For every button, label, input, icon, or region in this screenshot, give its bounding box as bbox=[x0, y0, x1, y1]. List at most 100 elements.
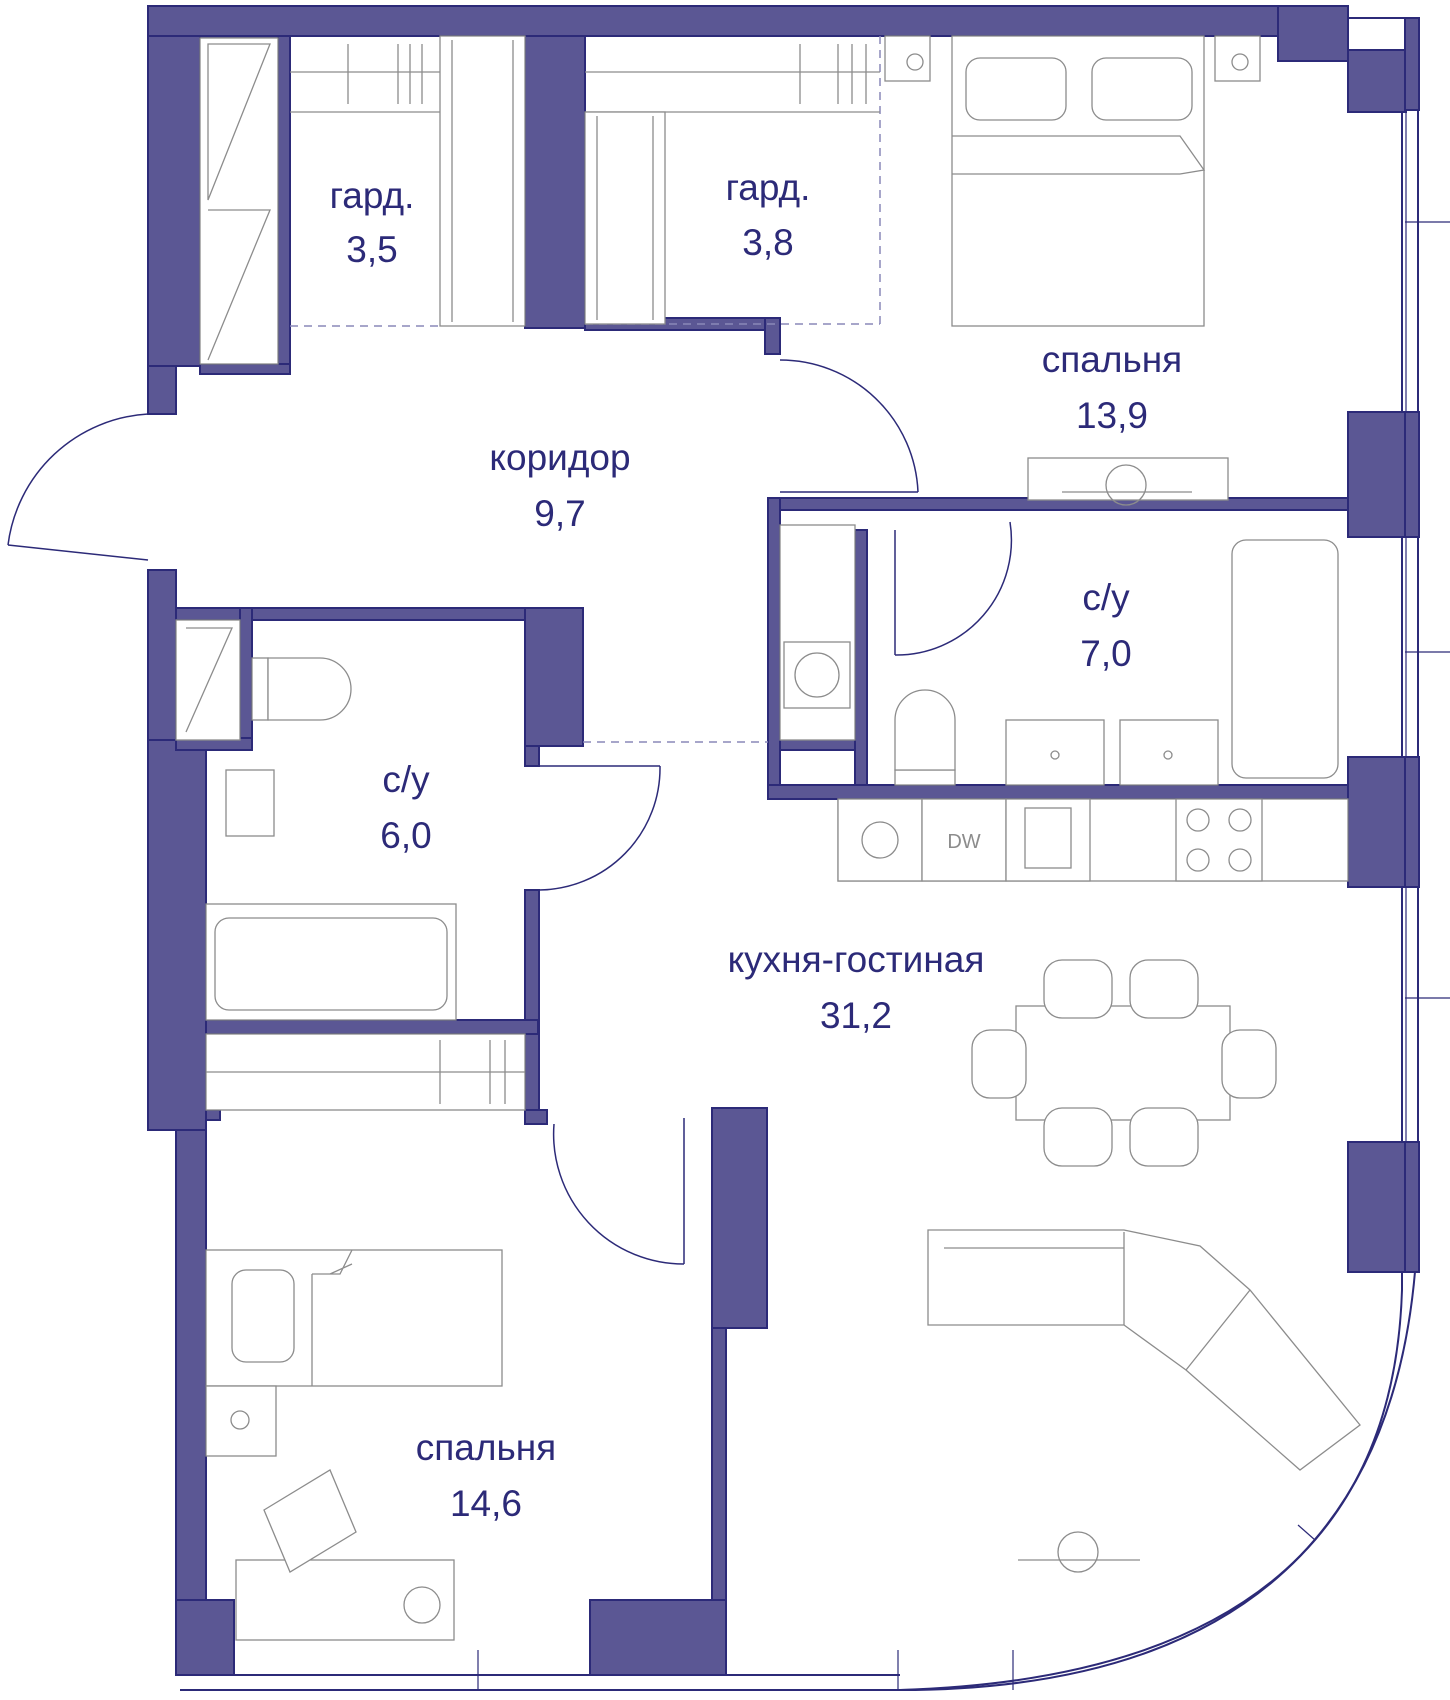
kitchen-sink bbox=[1024, 807, 1072, 869]
wall-bedroom2-left bbox=[175, 1129, 207, 1611]
door-bedroom-1 bbox=[779, 359, 919, 493]
bedroom-2-closet bbox=[205, 1033, 526, 1111]
dining-chair-1 bbox=[1043, 959, 1113, 1019]
window-right-3 bbox=[1405, 886, 1419, 1143]
bathroom-1-label: с/у bbox=[1082, 577, 1130, 618]
pillow-left bbox=[965, 57, 1067, 121]
faucet-icon-2 bbox=[1163, 750, 1173, 760]
wall-bedroom2-right bbox=[711, 1327, 727, 1601]
wall-corner-right bbox=[1347, 49, 1407, 113]
wall-right-pillar-2 bbox=[1347, 756, 1407, 888]
single-bed-pillow bbox=[231, 1269, 295, 1363]
wall-bath2-bottom bbox=[205, 1019, 539, 1035]
dining-chair-4 bbox=[1129, 1107, 1199, 1167]
walls bbox=[147, 5, 1420, 1676]
window-right-2 bbox=[1405, 536, 1419, 758]
wall-right-pillar-3 bbox=[1347, 1141, 1407, 1273]
bathroom-1-area: 7,0 bbox=[1080, 633, 1131, 674]
dining-chair-2 bbox=[1129, 959, 1199, 1019]
bed-blanket bbox=[952, 135, 1206, 175]
desk-chair bbox=[263, 1469, 357, 1573]
room-labels: гард. 3,5 гард. 3,8 спальня 13,9 коридор… bbox=[330, 167, 1183, 1524]
wall-left-lower bbox=[147, 739, 207, 1131]
bath2-cabinet bbox=[175, 619, 241, 741]
wall-bedroom2-right-pillar bbox=[711, 1107, 768, 1329]
closet-doors-icon bbox=[207, 43, 271, 361]
window-right-1 bbox=[1405, 109, 1419, 413]
wardrobe-1-label: гард. bbox=[330, 175, 415, 216]
wall-bath2-door-jamb bbox=[524, 745, 540, 767]
wall-wardrobe-divider bbox=[524, 35, 586, 329]
cabinet-door-icon bbox=[185, 627, 233, 733]
wall-w1-right bbox=[277, 35, 291, 375]
toilet-1-tank bbox=[894, 769, 956, 786]
kitchen-living-area: 31,2 bbox=[820, 995, 892, 1036]
wall-right-window-3 bbox=[1404, 756, 1420, 888]
wall-door-jamb-2 bbox=[524, 1109, 548, 1125]
pillow-right bbox=[1091, 57, 1193, 121]
bathtub-2-basin bbox=[214, 917, 448, 1011]
bedroom-2-nightstand bbox=[205, 1385, 277, 1457]
corridor-label: коридор bbox=[489, 437, 630, 478]
wall-bath2-shaft bbox=[239, 607, 253, 749]
wall-bath1-inner bbox=[854, 529, 868, 786]
dishwasher-label: DW bbox=[947, 831, 980, 853]
tv-stand-1 bbox=[1027, 457, 1229, 501]
corner-sofa bbox=[927, 1229, 1361, 1471]
lamp-right-icon bbox=[1231, 53, 1249, 71]
single-bed-blanket bbox=[311, 1249, 353, 1386]
wardrobe-2-furniture bbox=[584, 44, 880, 325]
shelf-unit-2 bbox=[584, 111, 666, 325]
wall-top-right bbox=[1277, 5, 1349, 62]
bedroom-1-label: спальня bbox=[1042, 339, 1182, 380]
bedroom-2-label: спальня bbox=[416, 1427, 556, 1468]
sofa-seam-2 bbox=[1185, 1289, 1251, 1371]
wall-bedroom2-bottom-pillar bbox=[589, 1599, 727, 1676]
dining-table bbox=[1015, 1005, 1231, 1121]
wardrobe-2-label: гард. bbox=[726, 167, 811, 208]
wall-top bbox=[147, 5, 1279, 37]
wall-w1-bottom bbox=[199, 363, 291, 375]
lamp-left-icon bbox=[906, 53, 924, 71]
door-bathroom-1 bbox=[894, 521, 1013, 656]
burner-icon-3 bbox=[1186, 848, 1210, 872]
wall-right-window-1 bbox=[1404, 17, 1420, 111]
nightstand-right bbox=[1214, 35, 1261, 82]
desk-lamp-icon bbox=[403, 1586, 441, 1624]
wall-bath1-bottom bbox=[767, 784, 1349, 800]
door-bathroom-2 bbox=[538, 765, 661, 891]
entrance-door bbox=[7, 413, 149, 546]
bedroom-1-furniture bbox=[884, 35, 1261, 506]
living-room-furniture bbox=[927, 959, 1361, 1573]
burner-icon bbox=[1186, 808, 1210, 832]
wall-left-upper-end bbox=[147, 365, 177, 415]
wall-bath2-top bbox=[175, 607, 582, 621]
wall-closet-cap bbox=[205, 1109, 221, 1121]
wall-left-upper bbox=[147, 35, 201, 367]
wardrobe-2-area: 3,8 bbox=[742, 222, 793, 263]
wall-right-pillar-1 bbox=[1347, 411, 1407, 538]
dining-chair-6 bbox=[1221, 1029, 1277, 1099]
tv-1-icon bbox=[1105, 464, 1147, 506]
shelf-unit-1 bbox=[439, 35, 526, 327]
washing-machine-drum-icon bbox=[794, 652, 840, 698]
burner-icon-2 bbox=[1228, 808, 1252, 832]
toilet-2-tank bbox=[251, 657, 269, 721]
window-mullion-4 bbox=[1297, 1524, 1316, 1541]
entry-closet bbox=[199, 37, 279, 365]
wall-bath2-right bbox=[524, 889, 540, 1121]
wardrobe-1-area: 3,5 bbox=[346, 229, 397, 270]
kitchen-living-label: кухня-гостиная bbox=[728, 939, 985, 980]
bedroom-2-furniture bbox=[205, 1249, 503, 1641]
bathroom-1-fixtures bbox=[779, 524, 1339, 786]
bathroom-2-area: 6,0 bbox=[380, 815, 431, 856]
wardrobe-1-furniture bbox=[199, 35, 526, 365]
bedroom-1-area: 13,9 bbox=[1076, 395, 1148, 436]
door-bedroom-2 bbox=[552, 1123, 685, 1265]
wall-left-mid bbox=[147, 569, 177, 741]
dining-chair-5 bbox=[971, 1029, 1027, 1099]
wall-right-window-4 bbox=[1404, 1141, 1420, 1273]
corridor-area: 9,7 bbox=[534, 493, 585, 534]
bathroom-2-fixtures bbox=[175, 619, 457, 1021]
